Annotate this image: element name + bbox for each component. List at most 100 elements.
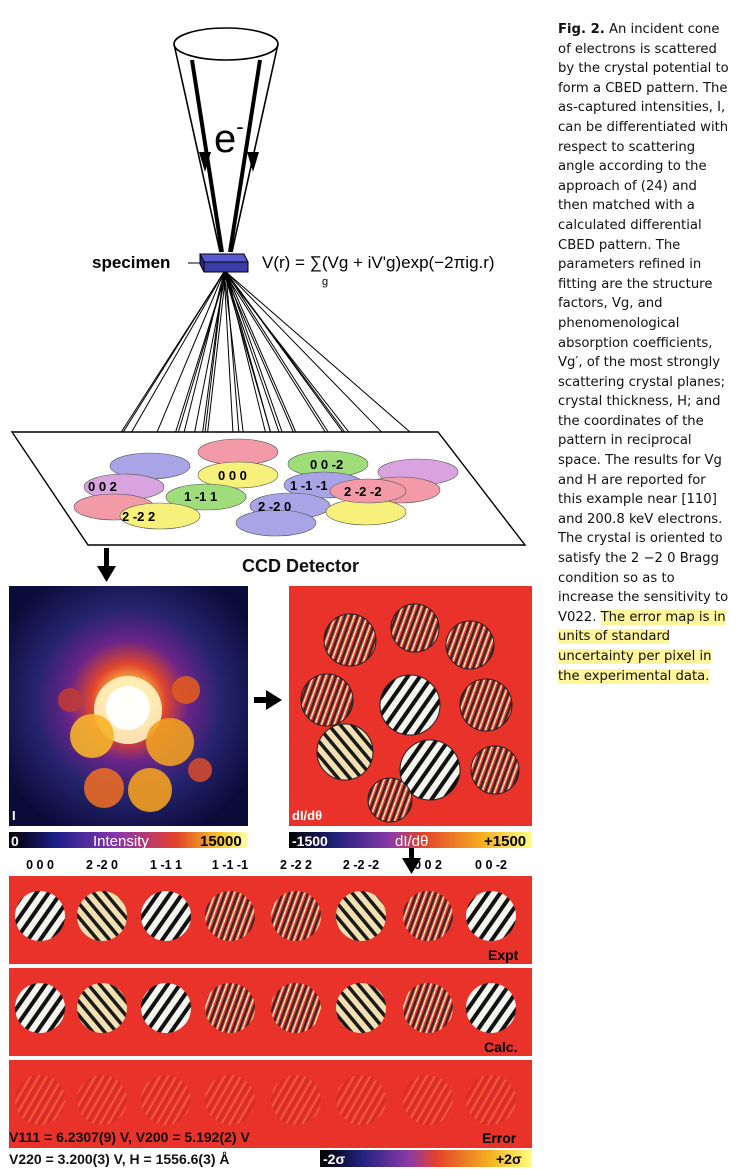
reflection-header: 0 0 0	[26, 858, 54, 872]
error-disk	[271, 1075, 321, 1125]
detector-disk	[197, 438, 279, 466]
formula-sum-index: g	[322, 276, 328, 288]
strip-disk	[466, 983, 516, 1033]
intensity-blob	[128, 768, 172, 812]
intensity-panel: I 0 Intensity 15000	[9, 586, 248, 850]
electron-label: e-	[214, 114, 244, 161]
diff-bar-label: dI/dθ	[395, 833, 428, 850]
intensity-blob	[146, 718, 194, 766]
intensity-center	[106, 686, 150, 730]
strip-disk	[141, 983, 191, 1033]
disk-label: 0 0 2	[88, 479, 117, 494]
diff-disk	[323, 613, 377, 667]
row-label-error: Error	[482, 1130, 517, 1146]
strip-disk	[77, 891, 127, 941]
intensity-bar-min: 0	[11, 833, 19, 849]
detector-disk	[197, 461, 279, 489]
diff-disk	[459, 678, 513, 732]
reflection-header: 0 0 2	[414, 858, 442, 872]
intensity-blob	[172, 676, 200, 704]
results-line-1: V111 = 6.2307(9) V, V200 = 5.192(2) V	[9, 1129, 250, 1145]
diff-bar-min: -1500	[292, 833, 328, 849]
intensity-bar-max: 15000	[200, 833, 242, 850]
strip-disk	[271, 983, 321, 1033]
reflection-header: 1 -1 -1	[212, 858, 248, 872]
row-label-expt: Expt	[488, 947, 519, 963]
error-bar-max: +2σ	[496, 1151, 522, 1167]
diff-disk	[316, 723, 374, 781]
specimen: specimen V(r) = ∑(Vg + iV'g)exp(−2πig.r)…	[92, 253, 495, 288]
error-colorbar: -2σ +2σ	[320, 1150, 532, 1167]
caption-body: An incident cone of electrons is scatter…	[558, 22, 729, 625]
intensity-blob	[58, 688, 82, 712]
intensity-blob	[84, 768, 124, 808]
reflection-header: 2 -2 -2	[343, 858, 379, 872]
results-line-2: V220 = 3.200(3) V, H = 1556.6(3) Å	[9, 1151, 230, 1167]
row-label-calc: Calc.	[484, 1039, 517, 1055]
reflection-headers: 0 0 0 2 -2 0 1 -1 1 1 -1 -1 2 -2 2 2 -2 -2 0 0…	[26, 858, 507, 872]
error-disk	[466, 1075, 516, 1125]
reflection-header: 2 -2 2	[280, 858, 312, 872]
intensity-corner-label: I	[12, 808, 16, 823]
expt-strip: Expt	[9, 876, 532, 964]
disk-label: 1 -1 1	[184, 489, 217, 504]
results: V111 = 6.2307(9) V, V200 = 5.192(2) V V2…	[9, 1129, 250, 1167]
detector-label: CCD Detector	[242, 556, 359, 576]
intensity-bar-label: Intensity	[93, 833, 149, 850]
error-disk	[141, 1075, 191, 1125]
disk-label: 2 -2 0	[258, 499, 291, 514]
intensity-blob	[70, 714, 114, 758]
diff-disk	[399, 739, 461, 801]
diff-disk	[390, 603, 440, 653]
disk-label: 2 -2 2	[122, 509, 155, 524]
detector-disk	[329, 478, 407, 504]
specimen-label: specimen	[92, 253, 170, 272]
reflection-header: 1 -1 1	[150, 858, 182, 872]
disk-label: 1 -1 -1	[290, 478, 328, 493]
diff-disk	[445, 620, 495, 670]
strip-disk	[15, 983, 65, 1033]
error-disk	[77, 1075, 127, 1125]
diff-disk	[470, 745, 520, 795]
figure-caption: Fig. 2. An incident cone of electrons is…	[558, 20, 730, 686]
diff-corner-label: dI/dθ	[292, 808, 322, 823]
strip-disk	[205, 891, 255, 941]
flow-arrows	[97, 548, 421, 874]
error-bar-min: -2σ	[323, 1151, 345, 1167]
disk-label: 0 0 0	[218, 468, 247, 483]
error-disk	[15, 1075, 65, 1125]
differential-panel: dI/dθ -1500 dI/dθ +1500	[289, 586, 532, 850]
strip-disk	[403, 891, 453, 941]
intensity-blob	[188, 758, 212, 782]
detector-disk	[119, 502, 201, 530]
calc-strip: Calc.	[9, 968, 532, 1056]
error-strip: Error	[9, 1060, 532, 1148]
detector-disk	[235, 509, 317, 537]
figure-2-diagram: e- specimen V(r) = ∑(Vg + iV'g)exp(−2πig…	[9, 27, 532, 1167]
detector-disk	[165, 483, 247, 511]
error-disk	[336, 1075, 386, 1125]
diff-disk	[367, 777, 413, 823]
strip-disk	[466, 891, 516, 941]
potential-formula: V(r) = ∑(Vg + iV'g)exp(−2πig.r)	[262, 253, 495, 272]
reflection-header: 0 0 -2	[475, 858, 507, 872]
incident-cone: e-	[173, 27, 279, 253]
diff-disk	[300, 673, 354, 727]
strip-disk	[403, 983, 453, 1033]
strip-disk	[271, 891, 321, 941]
error-disk	[403, 1075, 453, 1125]
diff-bar-max: +1500	[484, 833, 526, 850]
ccd-detector: 0 0 0 0 0 2 0 0 -2 1 -1 1 1 -1 -1 2 -2 2 2 -2 …	[10, 431, 527, 576]
strip-disk	[205, 983, 255, 1033]
error-disk	[205, 1075, 255, 1125]
reflection-header: 2 -2 0	[86, 858, 118, 872]
strip-disk	[141, 891, 191, 941]
disk-label: 0 0 -2	[310, 457, 343, 472]
strip-disk	[15, 891, 65, 941]
strip-disk	[336, 891, 386, 941]
strip-disk	[336, 983, 386, 1033]
caption-figure-label: Fig. 2.	[558, 22, 605, 37]
strip-disk	[77, 983, 127, 1033]
diff-disk	[379, 674, 441, 736]
disk-label: 2 -2 -2	[344, 484, 382, 499]
